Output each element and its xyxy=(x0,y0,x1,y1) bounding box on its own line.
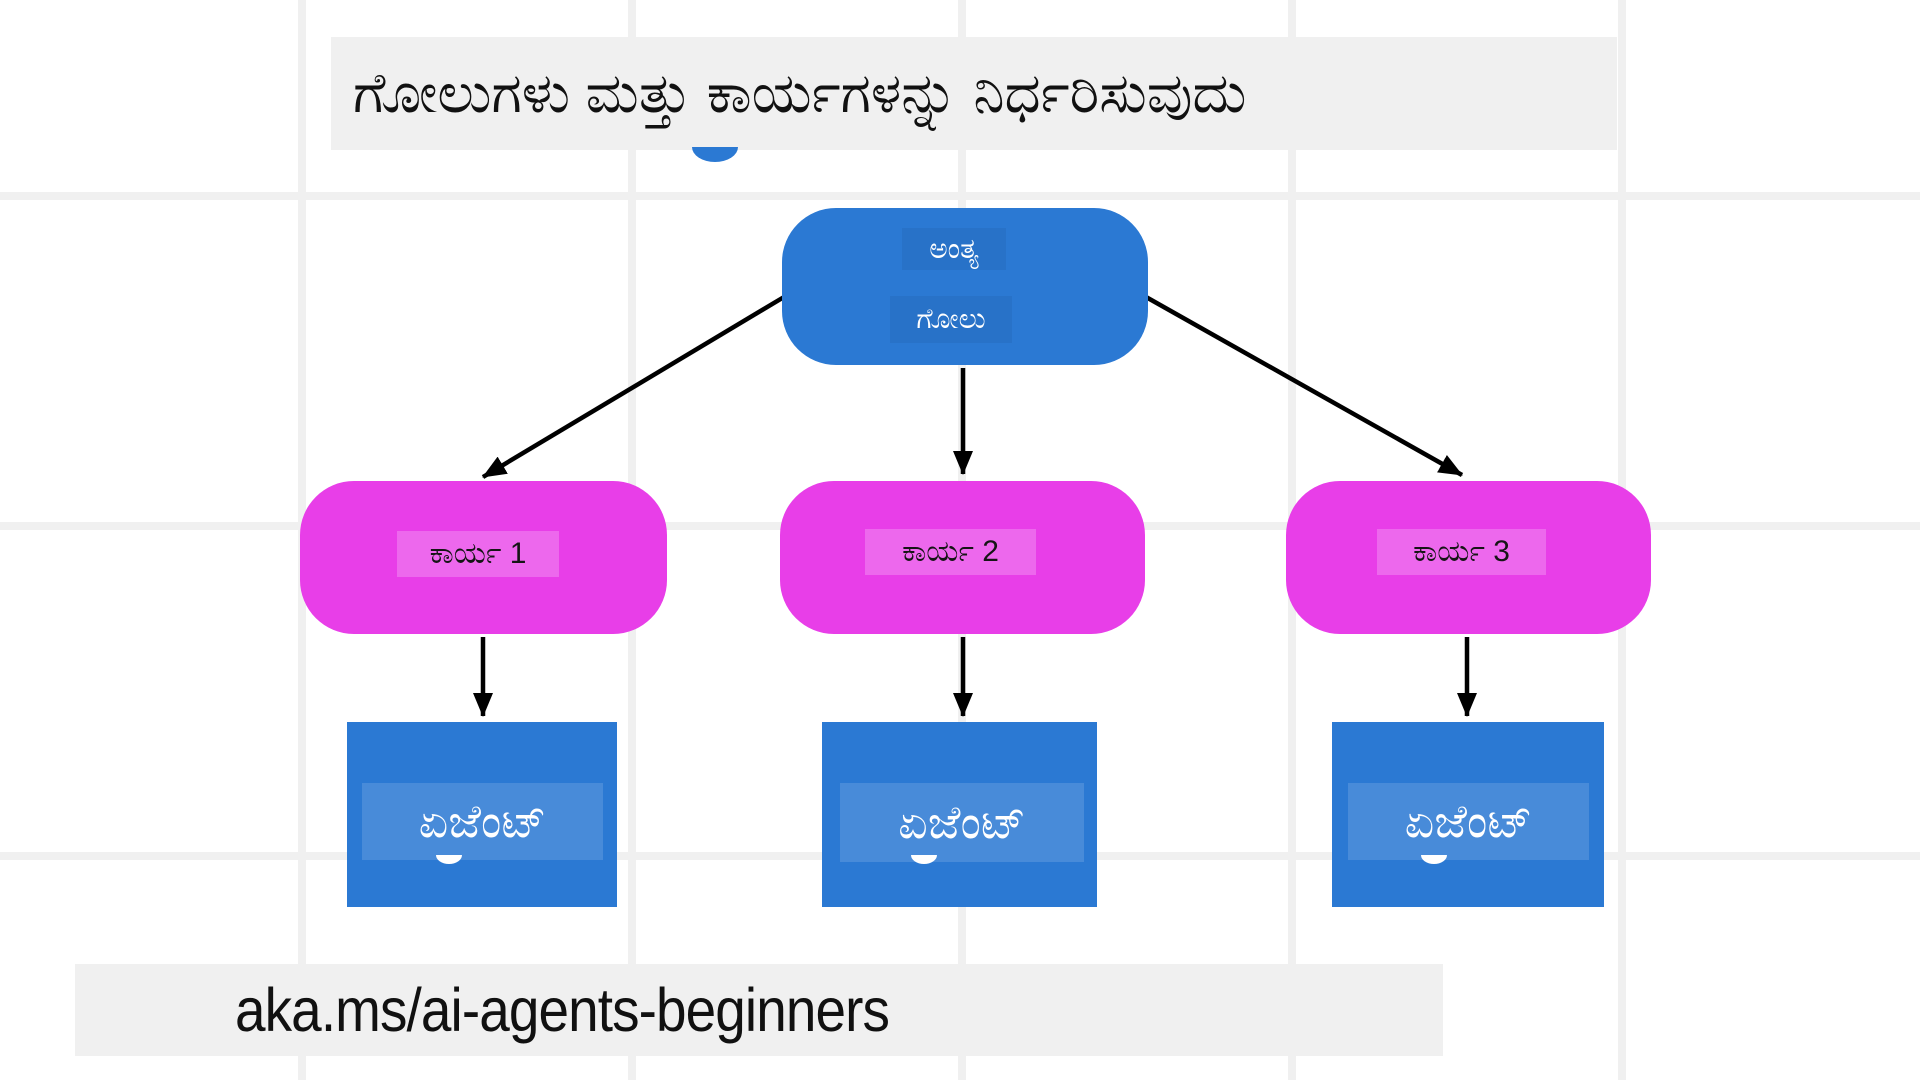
task-2-node: ಕಾರ್ಯ 2 xyxy=(780,481,1145,634)
agent-2-label: ಏಜೆಂಟ್ xyxy=(840,783,1084,862)
task-3-label: ಕಾರ್ಯ 3 xyxy=(1377,529,1546,575)
robot-icon-fragment xyxy=(692,147,738,162)
agent-1-label: ಏಜೆಂಟ್ xyxy=(362,783,603,860)
robot-icon-fragment xyxy=(911,855,937,864)
arrow-goal-to-task-3 xyxy=(1144,295,1464,477)
goal-node: ಅಂತ್ಯ ಗೋಲು xyxy=(782,208,1148,365)
agent-2-node: ಏಜೆಂಟ್ xyxy=(822,722,1097,907)
arrow-goal-to-task-1 xyxy=(481,295,786,479)
title-banner: ಗೋಲುಗಳು ಮತ್ತು ಕಾರ್ಯಗಳನ್ನು ನಿರ್ಧರಿಸುವುದು xyxy=(331,37,1617,150)
task-1-label: ಕಾರ್ಯ 1 xyxy=(397,531,559,577)
footer-link-text: aka.ms/ai-agents-beginners xyxy=(235,976,890,1044)
task-1-node: ಕಾರ್ಯ 1 xyxy=(300,481,667,634)
task-2-label: ಕಾರ್ಯ 2 xyxy=(865,529,1036,575)
page-title: ಗೋಲುಗಳು ಮತ್ತು ಕಾರ್ಯಗಳನ್ನು ನಿರ್ಧರಿಸುವುದು xyxy=(353,61,1247,124)
robot-icon-fragment xyxy=(436,855,462,864)
robot-icon-fragment xyxy=(1421,855,1447,864)
footer-banner: aka.ms/ai-agents-beginners xyxy=(75,964,1443,1056)
agent-1-node: ಏಜೆಂಟ್ xyxy=(347,722,617,907)
goal-label-line-1: ಅಂತ್ಯ xyxy=(902,228,1006,270)
task-3-node: ಕಾರ್ಯ 3 xyxy=(1286,481,1651,634)
agent-3-label: ಏಜೆಂಟ್ xyxy=(1348,783,1589,860)
agent-3-node: ಏಜೆಂಟ್ xyxy=(1332,722,1604,907)
goal-label-line-2: ಗೋಲು xyxy=(890,296,1012,343)
